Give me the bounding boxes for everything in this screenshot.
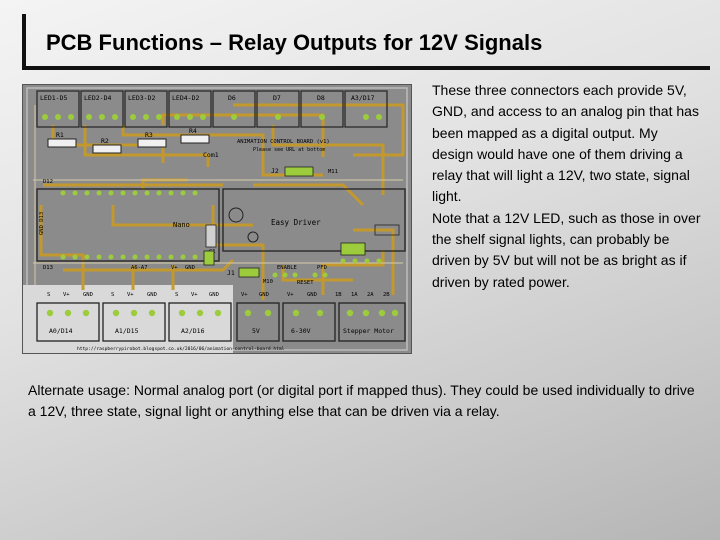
- connector-a3: A3/D17: [351, 94, 375, 102]
- description-paragraph-2: Note that a 12V LED, such as those in ov…: [432, 209, 701, 290]
- pin-s-2: S: [111, 292, 114, 298]
- pfd-label: PFD: [317, 265, 327, 271]
- com1-label: Com1: [203, 151, 219, 159]
- coil-pin-1b: 1B: [335, 292, 342, 298]
- connector-led4: LED4-D2: [172, 94, 199, 102]
- connector-stepper-motor: Stepper Motor: [343, 327, 394, 335]
- a6-a7-label: A6-A7: [131, 265, 148, 271]
- connector-led2: LED2-D4: [84, 94, 111, 102]
- nano-pin-label: GND D13: [39, 212, 45, 235]
- pin-vplus-4: V+: [241, 292, 248, 298]
- connector-6-30v: 6-30V: [291, 327, 311, 335]
- connector-d7: D7: [273, 94, 281, 102]
- resistor-r3: R3: [145, 131, 153, 139]
- connector-a1: A1/D15: [115, 327, 139, 335]
- slide-title: PCB Functions – Relay Outputs for 12V Si…: [46, 30, 543, 55]
- j1-label: J1: [227, 269, 235, 277]
- pin-vplus-2: V+: [127, 292, 134, 298]
- resistor-r2: R2: [101, 137, 109, 145]
- pin-gnd-1: GND: [83, 292, 93, 298]
- resistor-r4: R4: [189, 127, 197, 135]
- coil-pin-2b: 2B: [383, 292, 390, 298]
- pin-gnd-2: GND: [147, 292, 157, 298]
- pin-s-3: S: [175, 292, 178, 298]
- pin-s-1: S: [47, 292, 50, 298]
- title-bar: PCB Functions – Relay Outputs for 12V Si…: [22, 14, 710, 70]
- vplus-label: V+: [171, 265, 178, 271]
- nano-label: Nano: [173, 221, 190, 229]
- enable-label: ENABLE: [277, 265, 297, 271]
- m10-label: M10: [263, 279, 273, 285]
- alternate-usage-text: Alternate usage: Normal analog port (or …: [28, 382, 695, 419]
- connector-led1: LED1-D5: [40, 94, 67, 102]
- resistor-r1: R1: [56, 131, 64, 139]
- pin-gnd-3: GND: [209, 292, 219, 298]
- d12-label: D12: [43, 179, 53, 185]
- j2-label: J2: [271, 167, 279, 175]
- pin-gnd-5: GND: [307, 292, 317, 298]
- easy-driver-label: Easy Driver: [271, 218, 321, 227]
- connector-led3: LED3-D2: [128, 94, 155, 102]
- pin-vplus-5: V+: [287, 292, 294, 298]
- connector-d6: D6: [228, 94, 236, 102]
- connector-d8: D8: [317, 94, 325, 102]
- highlighted-relay-area: [23, 285, 233, 353]
- board-subtitle: Please see URL at bottom: [253, 147, 325, 153]
- description-paragraph-1: These three connectors each provide 5V, …: [432, 82, 699, 205]
- d13-label: D13: [43, 265, 53, 271]
- description-text: These three connectors each provide 5V, …: [432, 80, 702, 293]
- m11-label: M11: [328, 169, 338, 175]
- connector-a2: A2/D16: [181, 327, 205, 335]
- pin-vplus-1: V+: [63, 292, 70, 298]
- gnd-label: GND: [185, 265, 195, 271]
- coil-pin-2a: 2A: [367, 292, 374, 298]
- pin-gnd-4: GND: [259, 292, 269, 298]
- coil-pin-1a: 1A: [351, 292, 358, 298]
- connector-5v: 5V: [252, 327, 260, 335]
- reset-label: RESET: [297, 280, 314, 286]
- pin-vplus-3: V+: [191, 292, 198, 298]
- pcb-layout-image: LED1-D5 LED2-D4 LED3-D2 LED4-D2 D6 D7 D8…: [22, 84, 412, 354]
- board-title: ANIMATION CONTROL BOARD (v1): [237, 139, 330, 145]
- board-url: http://raspberrypirobot.blogspot.co.uk/2…: [77, 346, 285, 352]
- connector-a0: A0/D14: [49, 327, 73, 335]
